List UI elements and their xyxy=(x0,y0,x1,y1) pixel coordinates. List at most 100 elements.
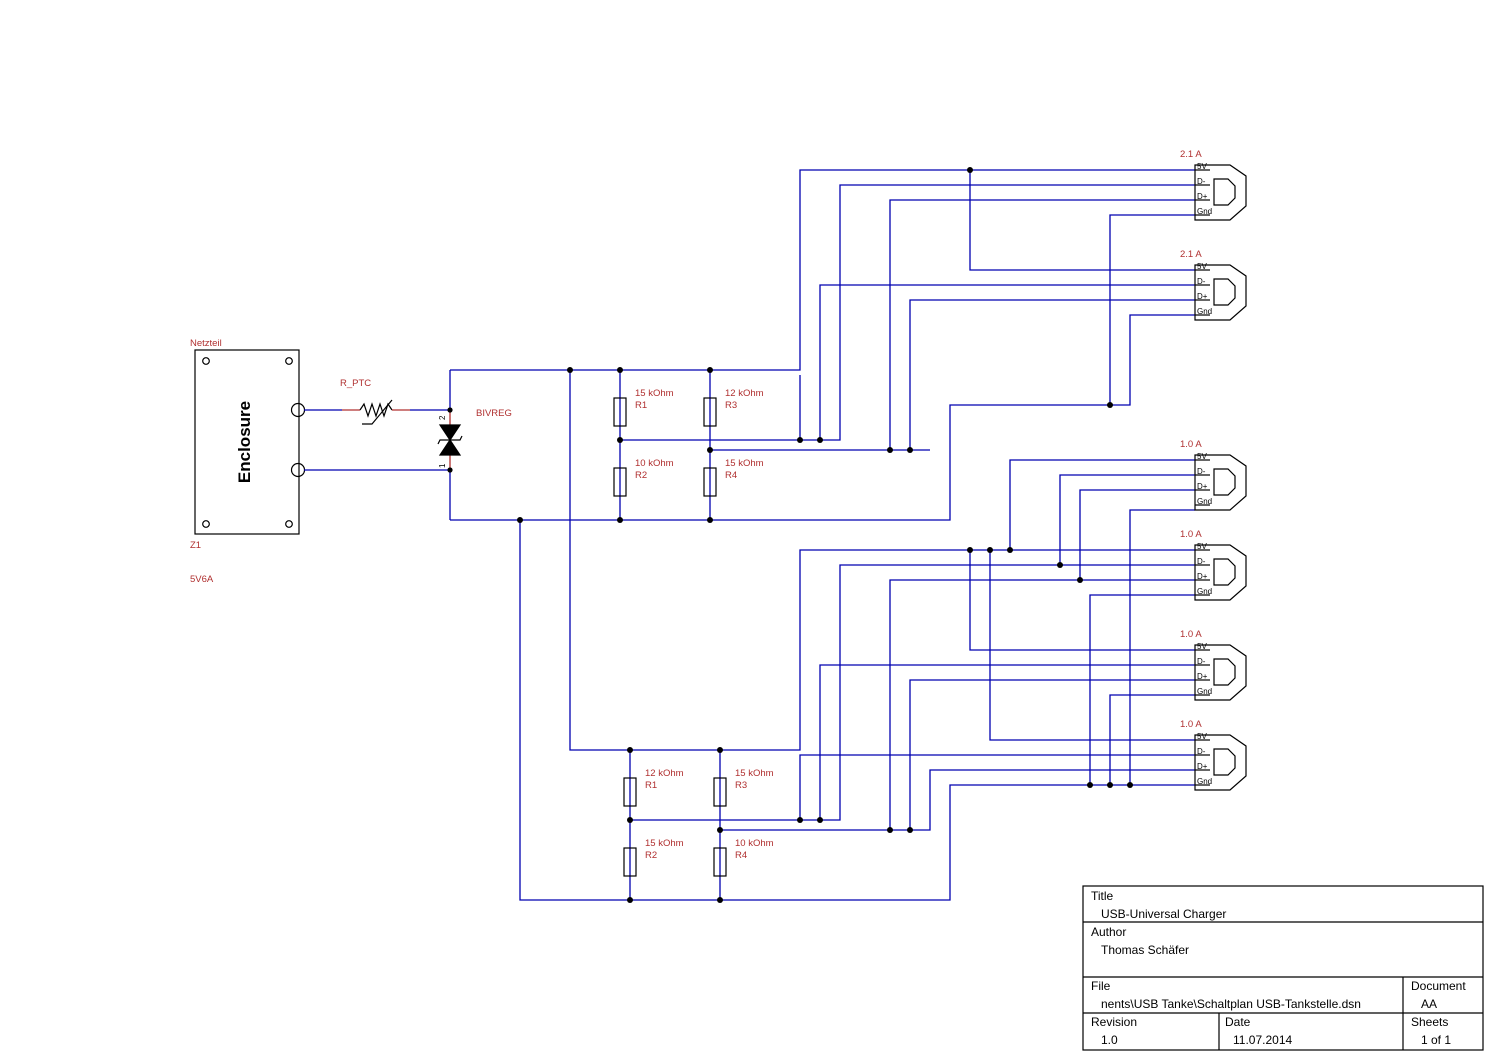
usb-connector-body xyxy=(1194,544,1247,601)
usb-pin-label: D- xyxy=(1197,657,1206,666)
data-line xyxy=(909,679,1195,830)
resistor-ref: R4 xyxy=(725,470,737,481)
usb-connector-body xyxy=(1194,164,1247,221)
junction-dot xyxy=(627,817,633,823)
usb-pin-label: 5V xyxy=(1197,642,1207,651)
usb-pin-label: 5V xyxy=(1197,262,1207,271)
usb-pin-label: D- xyxy=(1197,747,1206,756)
junction-dot xyxy=(717,747,723,753)
title-label: Title xyxy=(1091,889,1114,903)
resistor-r4 xyxy=(703,467,717,497)
data-line xyxy=(630,564,1195,821)
rail-5v xyxy=(969,170,1195,271)
usb-pin-label: 5V xyxy=(1197,732,1207,741)
ptc-label: R_PTC xyxy=(340,378,371,389)
power-supply-ref: Z1 xyxy=(190,540,201,551)
usb-pin-label: D- xyxy=(1197,467,1206,476)
rail-gnd xyxy=(1109,214,1195,405)
resistor-ref: R2 xyxy=(635,470,647,481)
bottom-divider-resistors: 12 kOhm R1 15 kOhm R3 15 kOhm R2 10 kOhm… xyxy=(623,768,774,877)
junctions xyxy=(517,167,1133,903)
junction-dot xyxy=(717,897,723,903)
power-supply-header: Netzteil xyxy=(190,338,222,349)
pin-dot xyxy=(447,407,453,413)
resistor-ref: R3 xyxy=(735,780,747,791)
mount-hole xyxy=(202,520,210,528)
power-supply-body: Enclosure xyxy=(235,401,254,483)
author-value: Thomas Schäfer xyxy=(1101,943,1189,957)
junction-dot xyxy=(1007,547,1013,553)
usb-port-rating: 2.1 A xyxy=(1180,149,1202,160)
date-value: 11.07.2014 xyxy=(1233,1033,1292,1047)
usb-pin-label: D+ xyxy=(1197,762,1208,771)
usb-pin-label: D- xyxy=(1197,177,1206,186)
title-block-frame xyxy=(1082,885,1484,1051)
resistor-value: 10 kOhm xyxy=(735,838,774,849)
junction-dot xyxy=(887,447,893,453)
resistor-ref: R1 xyxy=(645,780,657,791)
junction-dot xyxy=(567,367,573,373)
data-line xyxy=(799,754,1195,820)
junction-dot xyxy=(967,547,973,553)
usb-connector-body xyxy=(1194,644,1247,701)
resistor-r3 xyxy=(703,397,717,427)
junction-dot xyxy=(887,827,893,833)
usb-port-rating: 1.0 A xyxy=(1180,629,1202,640)
junction-dot xyxy=(617,437,623,443)
rail-gnd xyxy=(450,314,1195,521)
data-line xyxy=(889,579,1195,830)
rail-5v xyxy=(450,169,1195,371)
resistor-value: 15 kOhm xyxy=(645,838,684,849)
resistor-r4 xyxy=(713,847,727,877)
usb-pin-label: Gnd xyxy=(1197,497,1212,506)
junction-dot xyxy=(517,517,523,523)
usb-pin-label: Gnd xyxy=(1197,687,1212,696)
data-line xyxy=(909,299,1195,450)
rail-5v xyxy=(569,370,1195,751)
junction-dot xyxy=(627,897,633,903)
junction-dot xyxy=(797,817,803,823)
file-label: File xyxy=(1091,979,1111,993)
power-supply: Netzteil Enclosure Z1 5V6A xyxy=(190,338,306,585)
resistor-value: 12 kOhm xyxy=(645,768,684,779)
title-block: Title USB-Universal Charger Author Thoma… xyxy=(1082,885,1484,1051)
resistor-value: 10 kOhm xyxy=(635,458,674,469)
wiring xyxy=(450,169,1195,901)
junction-dot xyxy=(1077,577,1083,583)
usb-pin-label: D+ xyxy=(1197,292,1208,301)
usb-pin-label: Gnd xyxy=(1197,587,1212,596)
rail-gnd xyxy=(1089,594,1195,785)
diode-triangle xyxy=(438,424,462,442)
usb-socket-icon xyxy=(1213,468,1236,496)
usb-pin-label: 5V xyxy=(1197,162,1207,171)
usb-pin-label: D- xyxy=(1197,277,1206,286)
usb-port-rating: 2.1 A xyxy=(1180,249,1202,260)
junction-dot xyxy=(617,517,623,523)
usb-pin-label: D+ xyxy=(1197,572,1208,581)
junction-dot xyxy=(1107,402,1113,408)
junction-dot xyxy=(707,367,713,373)
usb-ports: 2.1 A 5V D- D+ Gnd 2.1 A 5V D- D+ Gnd 1.0 A 5V D- D+ G… xyxy=(1180,149,1247,791)
usb-socket-icon xyxy=(1213,178,1236,206)
ptc-body xyxy=(359,402,393,418)
document-value: AA xyxy=(1421,997,1437,1011)
resistor-ref: R1 xyxy=(635,400,647,411)
junction-dot xyxy=(627,747,633,753)
resistor-r2 xyxy=(623,847,637,877)
junction-dot xyxy=(1127,782,1133,788)
data-line xyxy=(720,769,1195,831)
junction-dot xyxy=(707,447,713,453)
usb-pin-label: 5V xyxy=(1197,542,1207,551)
mount-hole xyxy=(202,357,210,365)
junction-dot xyxy=(987,547,993,553)
usb-pin-label: D+ xyxy=(1197,482,1208,491)
date-label: Date xyxy=(1225,1015,1251,1029)
usb-socket-icon xyxy=(1213,558,1236,586)
usb-pin-label: D- xyxy=(1197,557,1206,566)
mount-hole xyxy=(285,520,293,528)
data-line xyxy=(1079,489,1195,580)
rail-gnd xyxy=(1129,509,1195,785)
